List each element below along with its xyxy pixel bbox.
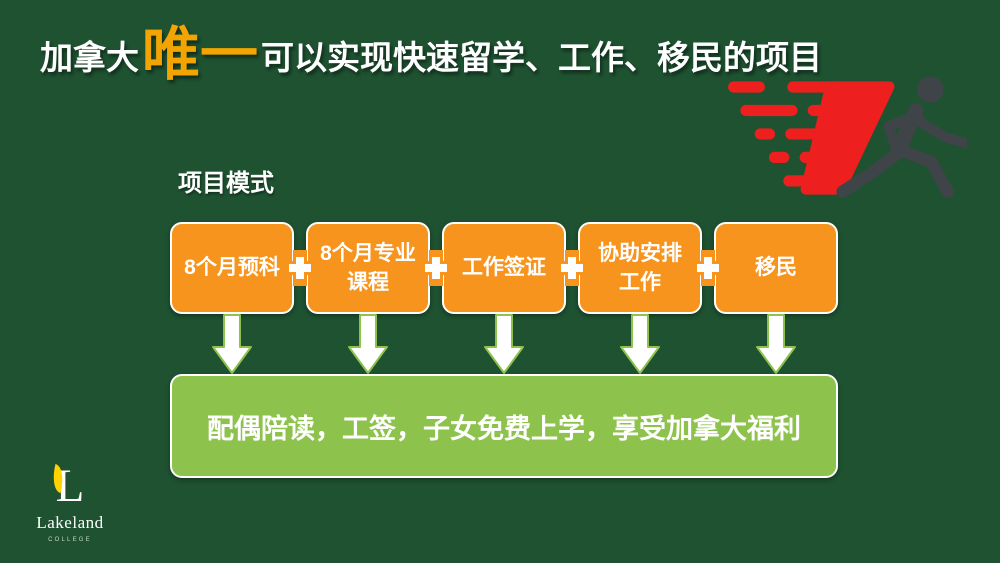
plus-icon (418, 250, 454, 286)
step-box-2: 8个月专业 课程 (306, 222, 430, 314)
step-box-4: 协助安排 工作 (578, 222, 702, 314)
down-arrow-icon (212, 314, 252, 374)
logo-subtitle: COLLEGE (48, 537, 92, 543)
logo-monogram: L (48, 463, 84, 510)
step-label: 8个月预科 (184, 256, 280, 280)
step-label: 工作 (619, 271, 661, 294)
lakeland-college-logo: L Lakeland COLLEGE (22, 463, 118, 544)
title-suffix: 可以实现快速留学、工作、移民的项目 (261, 39, 823, 76)
runner-figure (836, 76, 967, 198)
benefit-bar: 配偶陪读，工签，子女免费上学，享受加拿大福利 (170, 374, 838, 478)
section-label: 项目模式 (178, 170, 274, 197)
step-label: 课程 (347, 271, 389, 294)
step-label: 移民 (755, 256, 797, 280)
step-label: 工作签证 (462, 256, 546, 280)
step-box-1: 8个月预科 (170, 222, 294, 314)
step-box-5: 移民 (714, 222, 838, 314)
title-highlight: 唯一 (142, 22, 259, 87)
step-box-3: 工作签证 (442, 222, 566, 314)
step-label: 协助安排 (598, 241, 682, 265)
page-title: 加拿大 唯一 可以实现快速留学、工作、移民的项目 (40, 26, 822, 84)
down-arrow-icon (756, 314, 796, 374)
plus-icon (690, 250, 726, 286)
flow-diagram: 8个月预科 8个月专业 课程 工作签证 协助安排 工作 移民 (170, 222, 838, 314)
plus-icon (554, 250, 590, 286)
title-prefix: 加拿大 (40, 39, 139, 76)
runner-icon (728, 76, 967, 198)
step-label: 8个月专业 (320, 241, 416, 265)
down-arrow-icon (620, 314, 660, 374)
logo-name: Lakeland (36, 513, 104, 532)
down-arrow-icon (348, 314, 388, 374)
plus-icon (282, 250, 318, 286)
speed-lines (728, 81, 895, 195)
benefit-text: 配偶陪读，工签，子女免费上学，享受加拿大福利 (207, 413, 801, 444)
down-arrow-icon (484, 314, 524, 374)
